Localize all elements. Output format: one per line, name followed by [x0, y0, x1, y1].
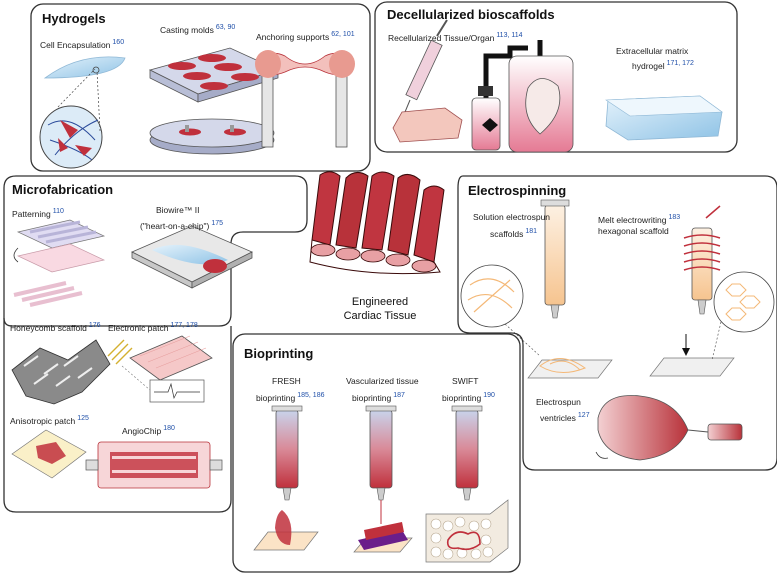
biowire-chip: [131, 225, 253, 289]
melt-label-2: hexagonal scaffold: [598, 226, 669, 236]
syringe-injector: [404, 19, 448, 113]
ecm-hydrogel-label-1: Extracellular matrix: [616, 46, 689, 56]
fresh-bioprinter: [253, 405, 319, 551]
cell-encapsulation-lens: [43, 56, 126, 79]
bioprinting-title: Bioprinting: [244, 346, 314, 361]
recellularized-tissue: [392, 107, 463, 143]
cardiac-tissue-illustration: [309, 171, 445, 275]
decellularized-title: Decellularized bioscaffolds: [387, 7, 555, 22]
center-caption-line2: Cardiac Tissue: [343, 310, 417, 322]
solution-electrospinning-rig: [460, 199, 613, 379]
anchoring-supports: [255, 50, 355, 148]
biowire-label-1: Biowire™ II: [156, 205, 200, 215]
electronic-patch: [107, 335, 213, 403]
vascularized-bioprinter: [353, 405, 413, 553]
microfabrication-title: Microfabrication: [12, 182, 114, 197]
electrospinning-title: Electrospinning: [468, 183, 567, 198]
microfabrication-box-lower: [3, 318, 232, 513]
center-caption: Engineered Cardiac Tissue: [330, 295, 430, 323]
electrospun-ventricle: [595, 395, 743, 461]
solution-label-1: Solution electrospun: [473, 212, 551, 222]
patterning-illustration: [13, 219, 106, 307]
anisotropic-patch: [11, 429, 87, 479]
biowire-label-2: ("heart-on-a-chip")175: [140, 220, 224, 231]
hydrogels-title: Hydrogels: [42, 11, 106, 26]
ecm-hydrogel: [605, 95, 723, 141]
center-caption-line1: Engineered: [351, 296, 409, 308]
bioreactor: [471, 40, 574, 153]
vascularized-label-1: Vascularized tissue: [346, 376, 419, 386]
melt-electrowriting-rig: [649, 205, 775, 377]
fresh-label-1: FRESH: [272, 376, 301, 386]
ventricles-label-1: Electrospun: [536, 397, 581, 407]
casting-mold: [148, 47, 280, 103]
angiochip: [85, 441, 223, 489]
swift-label-1: SWIFT: [452, 376, 479, 386]
honeycomb-scaffold: [11, 339, 111, 405]
casting-mold-base: [149, 118, 275, 155]
swift-bioprinter: [425, 405, 509, 563]
